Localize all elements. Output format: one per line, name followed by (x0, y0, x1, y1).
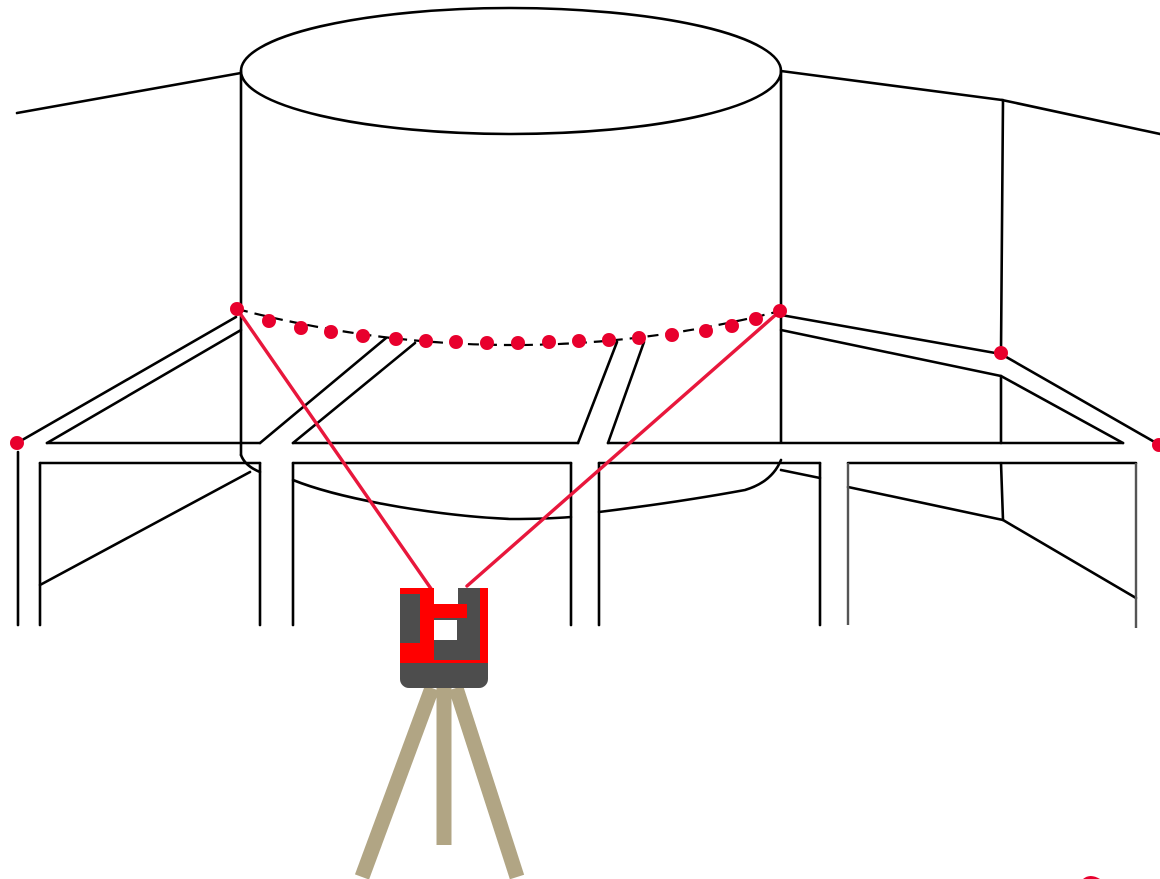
laser-beam-right (465, 309, 782, 588)
survey-point (773, 304, 787, 318)
tank-structure (15, 6, 1160, 627)
brace-left-lower (38, 470, 252, 587)
total-station-icon (400, 586, 488, 688)
survey-point (419, 334, 433, 348)
survey-point (294, 321, 308, 335)
structure-gray-columns (846, 463, 1138, 628)
tank-top-ellipse (239, 6, 783, 136)
strut-right-diag-1 (999, 352, 1160, 446)
survey-point (699, 324, 713, 338)
survey-point (749, 312, 763, 326)
survey-point (324, 325, 338, 339)
right-vertical-post (999, 98, 1005, 354)
survey-arc-dashed (236, 307, 781, 347)
survey-point (994, 346, 1008, 360)
tripod-leg-right (448, 685, 525, 879)
strut-left-outer (15, 315, 238, 445)
survey-point (725, 319, 739, 333)
right-post-lower (999, 461, 1005, 522)
instrument-accent (400, 643, 434, 663)
tank-bottom-arc (239, 453, 783, 521)
strut-right-lower (779, 328, 1003, 378)
strut-mid-left-b (291, 341, 417, 445)
survey-point (602, 333, 616, 347)
strut-right-upper (779, 313, 1003, 356)
survey-point (356, 329, 370, 343)
roof-line-left (15, 71, 243, 115)
tripod-leg-left (354, 685, 440, 879)
instrument-window (434, 620, 457, 640)
laser-beam-left (235, 307, 436, 595)
brace-right-b (846, 485, 1005, 522)
survey-points (10, 302, 1160, 452)
survey-point (449, 335, 463, 349)
instrument-notch (434, 586, 458, 604)
strut-mid-left-a (258, 336, 388, 445)
instrument-accent (480, 588, 488, 663)
survey-point (511, 336, 525, 350)
roof-line-right-1 (779, 69, 1004, 102)
laser-beams (235, 307, 782, 595)
survey-point (542, 335, 556, 349)
brace-right-a (779, 468, 822, 480)
strut-mid-right-b (606, 340, 646, 445)
instrument-accent (400, 588, 434, 594)
brace-right-c (1001, 518, 1138, 600)
survey-point (632, 331, 646, 345)
survey-point (480, 336, 494, 350)
partial-survey-point (1083, 876, 1100, 879)
survey-point (389, 332, 403, 346)
roof-line-right-2 (1000, 98, 1160, 136)
tripod-icon (354, 685, 525, 879)
instrument-accent (434, 660, 488, 663)
survey-point (262, 314, 276, 328)
survey-point (1152, 438, 1160, 452)
survey-point (10, 436, 24, 450)
survey-point (572, 334, 586, 348)
instrument-accent (434, 604, 467, 618)
strut-left-inner (45, 328, 243, 445)
strut-right-diag-2 (999, 374, 1125, 445)
strut-mid-right-a (576, 340, 619, 445)
survey-point (230, 302, 244, 316)
survey-point (665, 328, 679, 342)
